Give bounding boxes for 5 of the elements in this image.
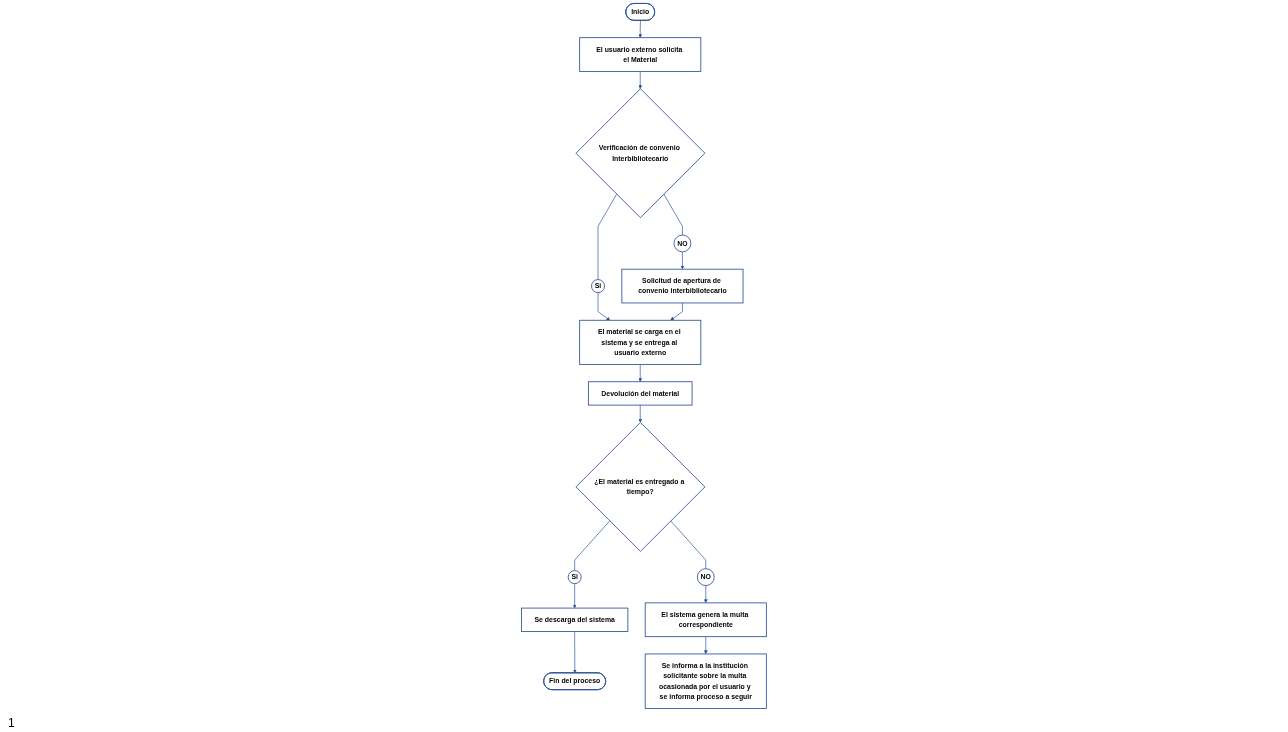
connector	[663, 193, 683, 236]
note-text: 1	[8, 716, 15, 730]
connector	[597, 193, 618, 280]
connector	[574, 520, 611, 571]
connector	[670, 520, 707, 570]
